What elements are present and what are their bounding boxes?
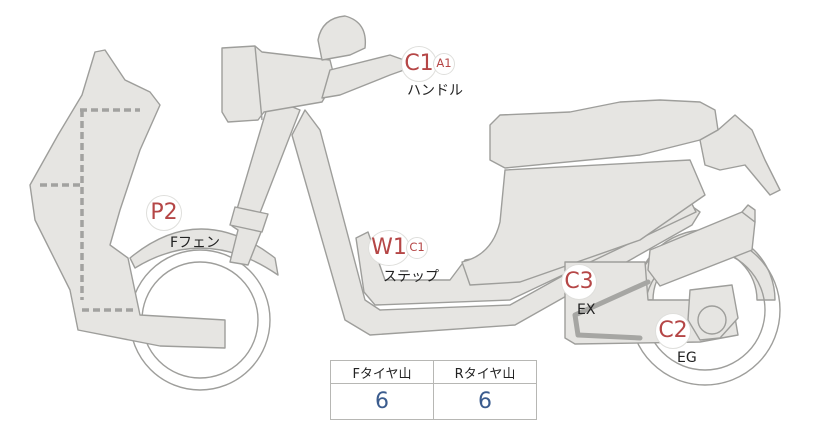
front-tire-header: Fタイヤ山 bbox=[330, 360, 434, 384]
steering-column bbox=[229, 97, 301, 266]
rear-cowl bbox=[699, 114, 781, 196]
front-fender-label: Fフェン bbox=[170, 235, 221, 251]
step-label: ステップ bbox=[383, 269, 439, 285]
rear-tire-value: 6 bbox=[433, 383, 537, 420]
tire-tread-table: Fタイヤ山 Rタイヤ山 6 6 bbox=[330, 360, 537, 420]
main-frame bbox=[291, 109, 701, 336]
front-fairing bbox=[29, 49, 226, 349]
front-tire-value: 6 bbox=[330, 383, 434, 420]
exhaust-label: EX bbox=[577, 302, 596, 318]
exhaust-marker[interactable]: C3 bbox=[561, 264, 597, 300]
handle-marker[interactable]: C1 A1 bbox=[401, 46, 455, 82]
headlight bbox=[221, 45, 336, 123]
engine-marker[interactable]: C2 bbox=[655, 313, 691, 349]
exhaust-code: C3 bbox=[561, 264, 597, 300]
handle-sub-code: A1 bbox=[433, 53, 455, 75]
seat bbox=[489, 99, 719, 169]
body-panel bbox=[461, 159, 706, 286]
mirror bbox=[317, 15, 367, 61]
front-fender-code: P2 bbox=[146, 195, 182, 231]
step-marker[interactable]: W1 C1 bbox=[368, 230, 428, 266]
rear-tire-header: Rタイヤ山 bbox=[433, 360, 537, 384]
engine-label: EG bbox=[677, 350, 697, 366]
handle-main-code: C1 bbox=[401, 46, 437, 82]
handle-label: ハンドル bbox=[407, 83, 463, 99]
front-fender-marker[interactable]: P2 bbox=[146, 195, 182, 231]
engine-code: C2 bbox=[655, 313, 691, 349]
step-sub-code: C1 bbox=[406, 237, 428, 259]
handlebar bbox=[321, 54, 405, 99]
step-main-code: W1 bbox=[368, 230, 410, 266]
